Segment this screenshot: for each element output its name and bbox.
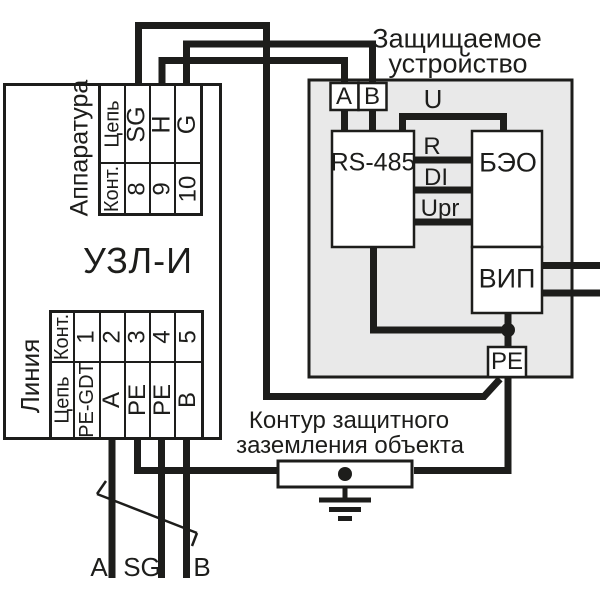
contact-header-cell: Конт. [52, 313, 75, 363]
wire-u-link [399, 113, 507, 133]
wire-pe3-to-ground-bus [134, 439, 281, 474]
ground-caption-line2: заземления объекта [236, 432, 464, 459]
upr-label: Upr [420, 195, 460, 222]
cable-group-slash-serif-right [190, 532, 199, 547]
cable-group-slash [96, 492, 198, 535]
di-label: DI [424, 164, 448, 191]
contact-cell: 2 [98, 313, 126, 363]
wire-h-to-a [158, 57, 348, 88]
wire-pe-to-ground-bus [414, 375, 512, 474]
line-wire-sg-label: SG [123, 552, 161, 582]
line-side-label: Линия [15, 338, 45, 414]
line-wire-a-label: A [90, 552, 108, 582]
line-terminal-table: Конт. 1 2 3 4 5 Цепь PE-GDT А PE PE В [49, 310, 204, 440]
protected-device-title-line2: устройство [388, 48, 528, 79]
vip-box [470, 245, 544, 315]
device-name-label: УЗЛ-И [83, 240, 193, 281]
wire-rs485-to-junction [370, 245, 505, 334]
cable-group-slash-serif-left [95, 480, 108, 495]
terminal-cell: H [148, 86, 176, 164]
terminal-b-label: B [363, 83, 381, 110]
protected-device-title-line1: Защищаемое [372, 23, 542, 54]
contact-cell: 10 [174, 164, 201, 213]
equipment-side-label: Аппаратура [65, 79, 94, 217]
wire-g-to-b [183, 40, 376, 88]
rs485-box [330, 129, 416, 249]
terminal-b-box [357, 81, 388, 112]
terminal-pe-box [486, 345, 528, 379]
terminal-cell: А [98, 363, 126, 437]
equipment-terminal-table: Цепь SG H G Конт. 8 9 10 [98, 83, 203, 216]
contact-cell: 5 [174, 313, 201, 363]
contact-cell: 4 [148, 313, 176, 363]
contact-cell: 8 [123, 164, 151, 213]
junction-dot-ground [338, 467, 352, 481]
contact-header-cell: Конт. [101, 164, 126, 213]
contact-cell: 3 [123, 313, 151, 363]
wire-sg-to-pe [135, 22, 503, 400]
contact-cell: 1 [73, 313, 101, 363]
terminal-cell: PE [149, 363, 176, 437]
ground-caption-line1: Контур защитного [248, 407, 450, 434]
line-wire-b-label: B [193, 552, 211, 582]
contact-cell: 9 [148, 164, 176, 213]
terminal-cell: G [173, 86, 201, 164]
terminal-pe-label: PE [490, 348, 524, 375]
terminal-a-label: A [335, 83, 353, 110]
terminal-cell: SG [123, 86, 151, 164]
terminal-cell: PE [124, 363, 151, 437]
u-label: U [423, 84, 443, 114]
vip-label: ВИП [478, 263, 536, 294]
beo-label: БЭО [479, 147, 537, 178]
circuit-header-cell: Цепь [101, 86, 126, 164]
terminal-a-box [329, 81, 360, 112]
beo-box [470, 129, 544, 249]
terminal-cell: В [174, 363, 201, 437]
rs485-label: RS-485 [330, 148, 416, 177]
r-label: R [423, 133, 441, 160]
junction-dot-pe [501, 323, 515, 337]
circuit-header-cell: Цепь [52, 363, 75, 437]
terminal-cell: PE-GDT [75, 362, 101, 438]
